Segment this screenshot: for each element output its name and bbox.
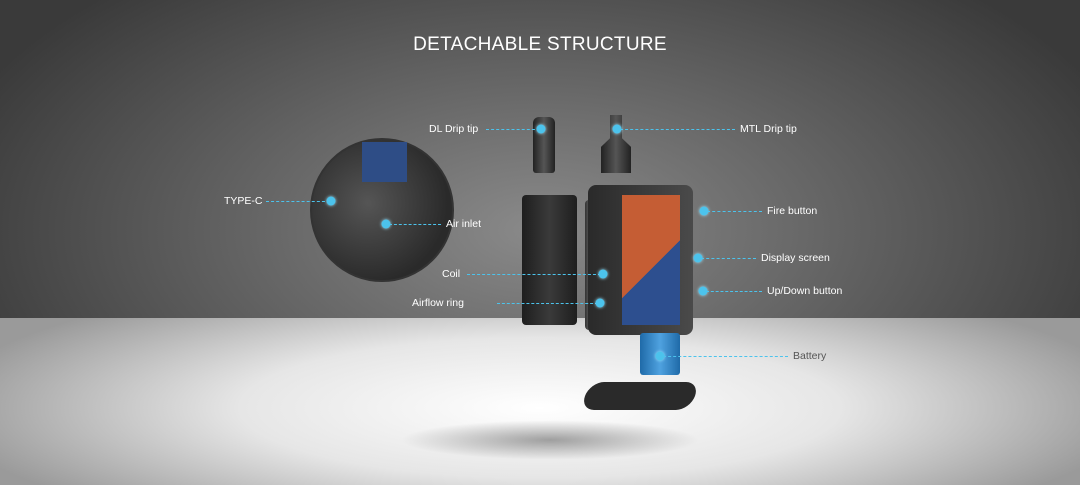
hotspot-dot <box>693 253 703 263</box>
side-panel-image <box>522 195 577 325</box>
leader-line <box>486 129 540 130</box>
leader-line <box>467 274 601 275</box>
leader-line <box>389 224 441 225</box>
hotspot-dot <box>381 219 391 229</box>
label-up-down-button: Up/Down button <box>767 285 843 297</box>
closeup-fabric <box>362 142 407 182</box>
page-title: DETACHABLE STRUCTURE <box>413 34 667 55</box>
leather-panel-image <box>622 195 680 325</box>
hotspot-dot <box>598 269 608 279</box>
label-battery: Battery <box>793 350 827 362</box>
label-display-screen: Display screen <box>761 252 830 264</box>
label-airflow-ring: Airflow ring <box>412 297 464 309</box>
hotspot-dot <box>612 124 622 134</box>
label-fire-button: Fire button <box>767 205 818 217</box>
leader-line <box>663 356 788 357</box>
hotspot-dot <box>326 196 336 206</box>
leader-line <box>701 258 756 259</box>
hotspot-dot <box>595 298 605 308</box>
label-mtl-drip-tip: MTL Drip tip <box>740 123 797 135</box>
leader-line <box>497 303 598 304</box>
device-shadow <box>400 420 700 460</box>
label-air-inlet: Air inlet <box>446 218 482 230</box>
label-type-c: TYPE-C <box>224 195 263 207</box>
bottom-cap-image <box>579 382 701 410</box>
leader-line <box>707 211 762 212</box>
hotspot-dot <box>655 351 665 361</box>
hotspot-dot <box>699 206 709 216</box>
label-coil: Coil <box>442 268 461 280</box>
hotspot-dot <box>536 124 546 134</box>
leader-line <box>266 201 330 202</box>
leader-line <box>620 129 735 130</box>
leader-line <box>706 291 762 292</box>
floor-background <box>0 318 1080 485</box>
hotspot-dot <box>698 286 708 296</box>
label-dl-drip-tip: DL Drip tip <box>429 123 479 135</box>
